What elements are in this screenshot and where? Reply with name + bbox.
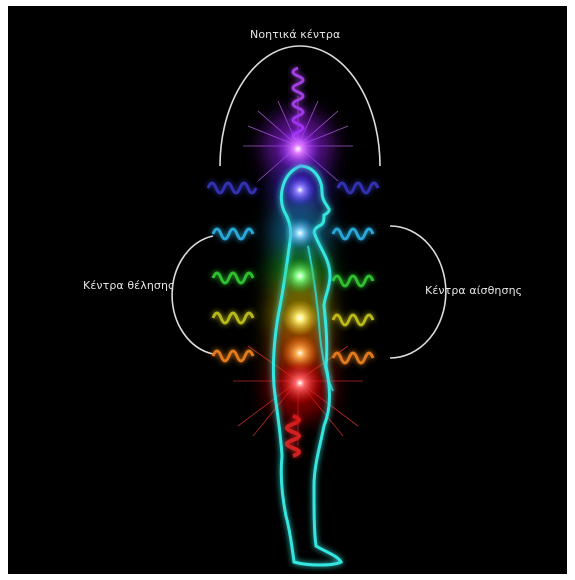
chakra-solar bbox=[282, 300, 318, 336]
chakra-throat bbox=[284, 217, 316, 249]
label-sensation-centers: Κέντρα αίσθησης bbox=[425, 284, 522, 297]
label-will-centers: Κέντρα θέλησης bbox=[83, 279, 175, 292]
label-mental-centers: Νοητικά κέντρα bbox=[250, 28, 340, 41]
chakra-root bbox=[278, 361, 322, 405]
chakra-third-eye bbox=[284, 174, 316, 206]
bracket-will bbox=[172, 236, 213, 354]
chakra-crown bbox=[276, 127, 320, 171]
diagram-frame: Νοητικά κέντρα Κέντρα θέλησης Κέντρα αίσ… bbox=[8, 6, 567, 574]
wave-root bbox=[287, 416, 299, 456]
waves-right bbox=[333, 183, 378, 363]
chakra-heart bbox=[282, 258, 318, 294]
waves-left bbox=[208, 183, 256, 361]
